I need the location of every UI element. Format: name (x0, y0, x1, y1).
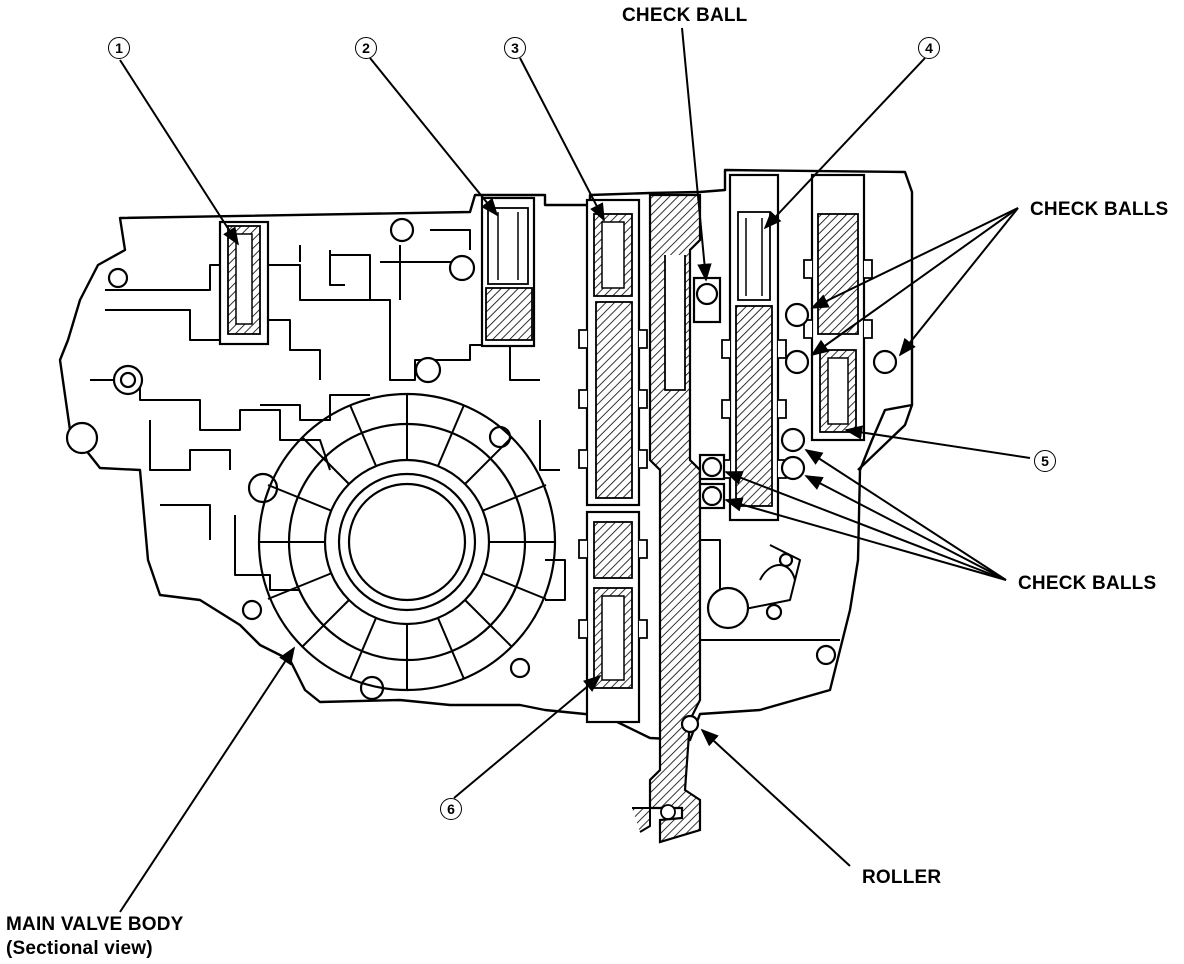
central-hub (257, 392, 557, 692)
label-roller: ROLLER (862, 867, 942, 888)
callout-2: 2 (355, 37, 377, 59)
roller-icon (680, 714, 700, 734)
label-main-valve-body: MAIN VALVE BODY (6, 914, 184, 935)
valve-body-outline (58, 168, 914, 742)
valve-1 (218, 220, 270, 346)
label-sectional-view: (Sectional view) (6, 938, 153, 959)
label-check-balls-lower: CHECK BALLS (1018, 573, 1157, 594)
callout-3: 3 (504, 37, 526, 59)
callout-6: 6 (440, 798, 462, 820)
label-check-ball: CHECK BALL (622, 5, 748, 26)
valve-4 (721, 173, 787, 522)
check-balls (680, 276, 898, 734)
valve-6 (578, 510, 648, 724)
leader-lines (119, 27, 1031, 913)
callout-5: 5 (1034, 450, 1056, 472)
callout-1: 1 (108, 37, 130, 59)
label-check-balls-upper: CHECK BALLS (1030, 199, 1169, 220)
manual-valve (632, 193, 702, 844)
bolt-holes (65, 217, 837, 701)
callout-4: 4 (918, 37, 940, 59)
valve-3 (578, 198, 648, 507)
valve-2 (480, 196, 536, 348)
